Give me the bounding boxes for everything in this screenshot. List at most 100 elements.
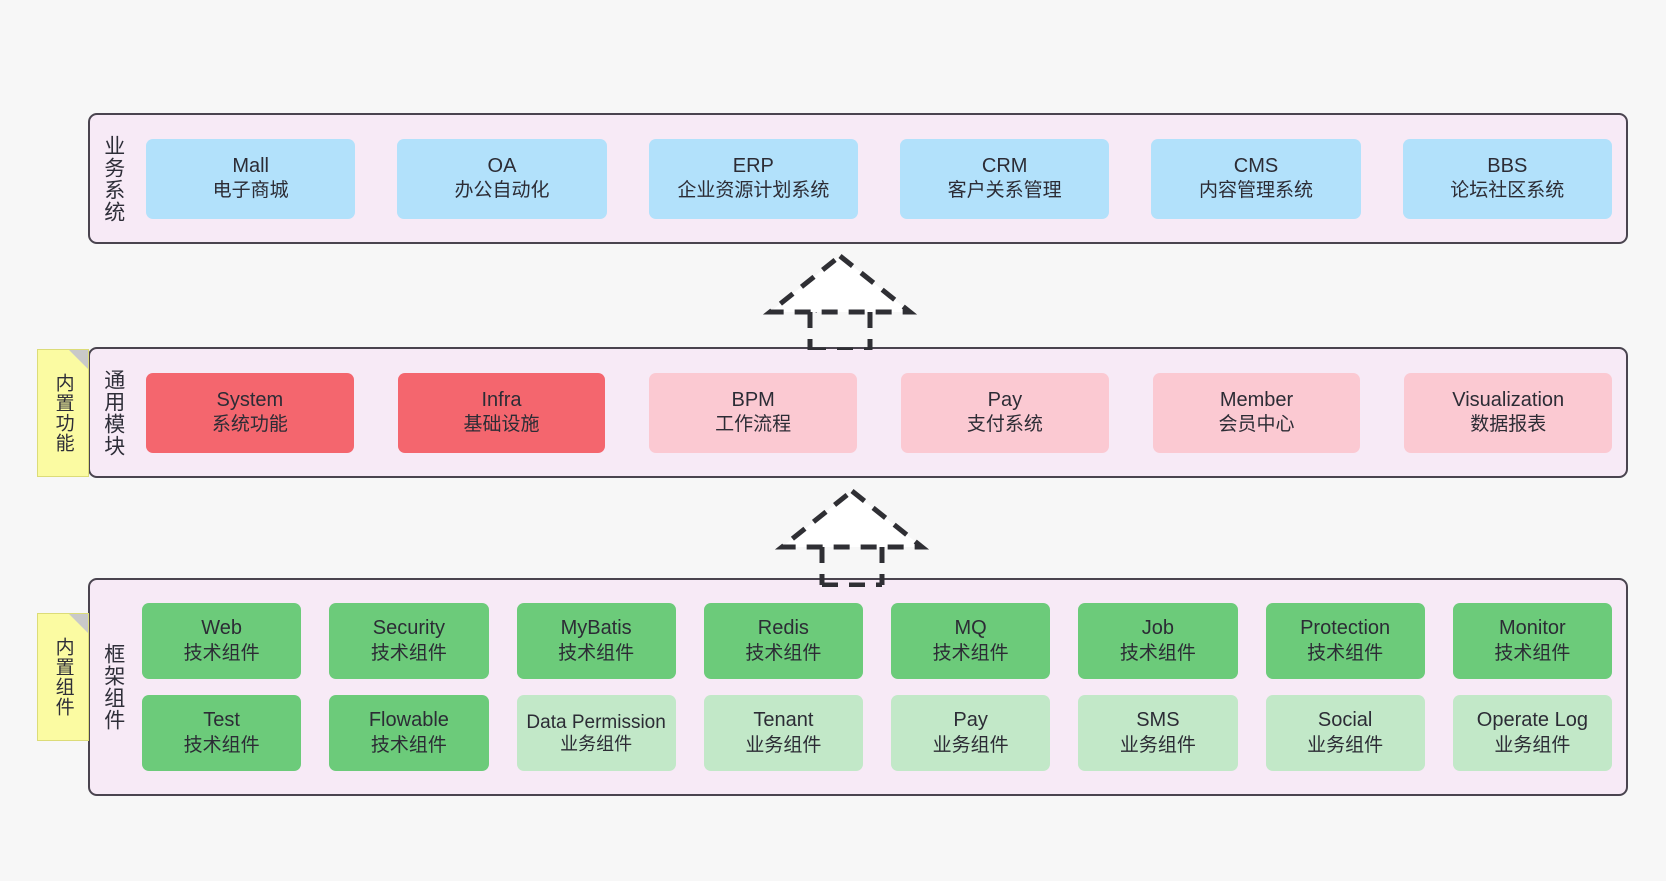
node-mall[interactable]: Mall 电子商城 xyxy=(146,138,356,219)
node-title: CRM xyxy=(981,154,1028,177)
node-subtitle: 技术组件 xyxy=(183,734,260,756)
node-title: Security xyxy=(372,617,445,640)
node-subtitle: 业务组件 xyxy=(1119,734,1196,756)
node-bpm[interactable]: BPM 工作流程 xyxy=(649,372,858,453)
node-subtitle: 技术组件 xyxy=(1494,642,1571,664)
generalization-triangle-icon xyxy=(762,252,918,315)
generalization-triangle-icon xyxy=(774,487,930,550)
node-subtitle: 业务组件 xyxy=(745,734,822,756)
sticky-note-builtin-function: 内置功能 xyxy=(37,349,89,477)
node-visualization[interactable]: Visualization 数据报表 xyxy=(1404,372,1613,453)
node-subtitle: 会员中心 xyxy=(1218,414,1295,436)
node-pay-module[interactable]: Pay 支付系统 xyxy=(901,372,1109,453)
node-test[interactable]: Test 技术组件 xyxy=(142,695,302,771)
node-protection[interactable]: Protection 技术组件 xyxy=(1265,603,1425,679)
node-subtitle: 业务组件 xyxy=(932,734,1009,756)
sticky-note-label: 内置组件 xyxy=(52,637,74,717)
node-subtitle: 技术组件 xyxy=(558,642,635,664)
node-subtitle: 技术组件 xyxy=(1307,642,1384,664)
node-crm[interactable]: CRM 客户关系管理 xyxy=(899,138,1110,219)
node-flowable[interactable]: Flowable 技术组件 xyxy=(329,695,489,771)
node-job[interactable]: Job 技术组件 xyxy=(1078,603,1238,679)
layer-title-business: 业务系统 xyxy=(101,134,125,223)
node-erp[interactable]: ERP 企业资源计划系统 xyxy=(648,138,858,219)
node-title: ERP xyxy=(732,154,774,177)
node-subtitle: 基础设施 xyxy=(463,414,540,436)
layer-title-modules: 通用模块 xyxy=(101,368,125,457)
node-sms[interactable]: SMS 业务组件 xyxy=(1078,695,1238,771)
node-title: Visualization xyxy=(1452,388,1565,411)
node-title: Flowable xyxy=(368,709,449,732)
node-tenant[interactable]: Tenant 业务组件 xyxy=(703,695,863,771)
node-title: Protection xyxy=(1300,617,1391,640)
node-title: Social xyxy=(1317,709,1373,732)
layer-business-systems: 业务系统 Mall 电子商城 OA 办公自动化 ERP 企业资源计划系统 CRM… xyxy=(88,113,1628,244)
dashed-stem xyxy=(807,312,873,350)
dashed-stem xyxy=(819,547,885,587)
node-title: MyBatis xyxy=(560,617,632,640)
node-subtitle: 技术组件 xyxy=(370,734,447,756)
node-subtitle: 数据报表 xyxy=(1470,414,1547,436)
node-infra[interactable]: Infra 基础设施 xyxy=(397,372,606,453)
node-title: Mall xyxy=(232,154,269,177)
node-title: Pay xyxy=(953,709,988,732)
node-member[interactable]: Member 会员中心 xyxy=(1152,372,1361,453)
node-security[interactable]: Security 技术组件 xyxy=(329,603,489,679)
node-subtitle: 技术组件 xyxy=(1119,642,1196,664)
node-subtitle: 技术组件 xyxy=(745,642,822,664)
node-mq[interactable]: MQ 技术组件 xyxy=(891,603,1051,679)
node-bbs[interactable]: BBS 论坛社区系统 xyxy=(1402,138,1612,219)
node-title: Data Permission xyxy=(526,711,666,733)
node-subtitle: 论坛社区系统 xyxy=(1450,180,1565,202)
node-title: Infra xyxy=(481,388,522,411)
folded-corner-icon xyxy=(69,614,88,633)
connector-build-arrow xyxy=(762,252,918,350)
node-title: Job xyxy=(1141,617,1174,640)
framework-row-technical: Web 技术组件 Security 技术组件 MyBatis 技术组件 Redi… xyxy=(142,603,1612,679)
node-mybatis[interactable]: MyBatis 技术组件 xyxy=(516,603,676,679)
connector-implement-arrow xyxy=(774,487,930,587)
node-social[interactable]: Social 业务组件 xyxy=(1265,695,1425,771)
node-web[interactable]: Web 技术组件 xyxy=(142,603,302,679)
node-redis[interactable]: Redis 技术组件 xyxy=(703,603,863,679)
node-title: Web xyxy=(201,617,242,640)
layer-body-modules: System 系统功能 Infra 基础设施 BPM 工作流程 Pay 支付系统… xyxy=(136,349,1626,476)
layer-title-framework: 框架组件 xyxy=(101,643,125,731)
node-title: Operate Log xyxy=(1476,709,1588,732)
layer-body-framework: Web 技术组件 Security 技术组件 MyBatis 技术组件 Redi… xyxy=(136,580,1626,794)
node-title: System xyxy=(216,388,284,411)
sticky-note-label: 内置功能 xyxy=(52,373,74,453)
node-title: OA xyxy=(487,154,517,177)
node-subtitle: 工作流程 xyxy=(715,414,792,436)
node-title: Monitor xyxy=(1499,617,1566,640)
node-subtitle: 客户关系管理 xyxy=(947,180,1062,202)
node-title: SMS xyxy=(1136,709,1180,732)
folded-corner-icon xyxy=(69,350,88,369)
node-title: Member xyxy=(1219,388,1294,411)
node-system[interactable]: System 系统功能 xyxy=(146,372,354,453)
node-subtitle: 支付系统 xyxy=(966,414,1043,436)
node-subtitle: 办公自动化 xyxy=(454,180,550,202)
node-cms[interactable]: CMS 内容管理系统 xyxy=(1151,138,1361,219)
node-pay-component[interactable]: Pay 业务组件 xyxy=(891,695,1051,771)
node-subtitle: 业务组件 xyxy=(560,733,633,754)
node-operate-log[interactable]: Operate Log 业务组件 xyxy=(1452,695,1612,771)
node-subtitle: 电子商城 xyxy=(212,180,289,202)
node-title: BPM xyxy=(731,388,775,411)
framework-row-business: Test 技术组件 Flowable 技术组件 Data Permission … xyxy=(142,695,1612,771)
sticky-note-builtin-component: 内置组件 xyxy=(37,613,89,741)
node-subtitle: 技术组件 xyxy=(370,642,447,664)
node-title: Tenant xyxy=(753,709,814,732)
node-data-permission[interactable]: Data Permission 业务组件 xyxy=(516,695,676,771)
node-monitor[interactable]: Monitor 技术组件 xyxy=(1452,603,1612,679)
node-title: Pay xyxy=(987,388,1023,411)
node-oa[interactable]: OA 办公自动化 xyxy=(397,138,607,219)
layer-common-modules: 通用模块 System 系统功能 Infra 基础设施 BPM 工作流程 Pay… xyxy=(88,347,1628,478)
layer-body-business: Mall 电子商城 OA 办公自动化 ERP 企业资源计划系统 CRM 客户关系… xyxy=(136,115,1626,242)
node-title: MQ xyxy=(954,617,987,640)
node-title: CMS xyxy=(1233,154,1279,177)
node-title: Redis xyxy=(757,617,809,640)
node-subtitle: 业务组件 xyxy=(1307,734,1384,756)
node-subtitle: 业务组件 xyxy=(1494,734,1571,756)
